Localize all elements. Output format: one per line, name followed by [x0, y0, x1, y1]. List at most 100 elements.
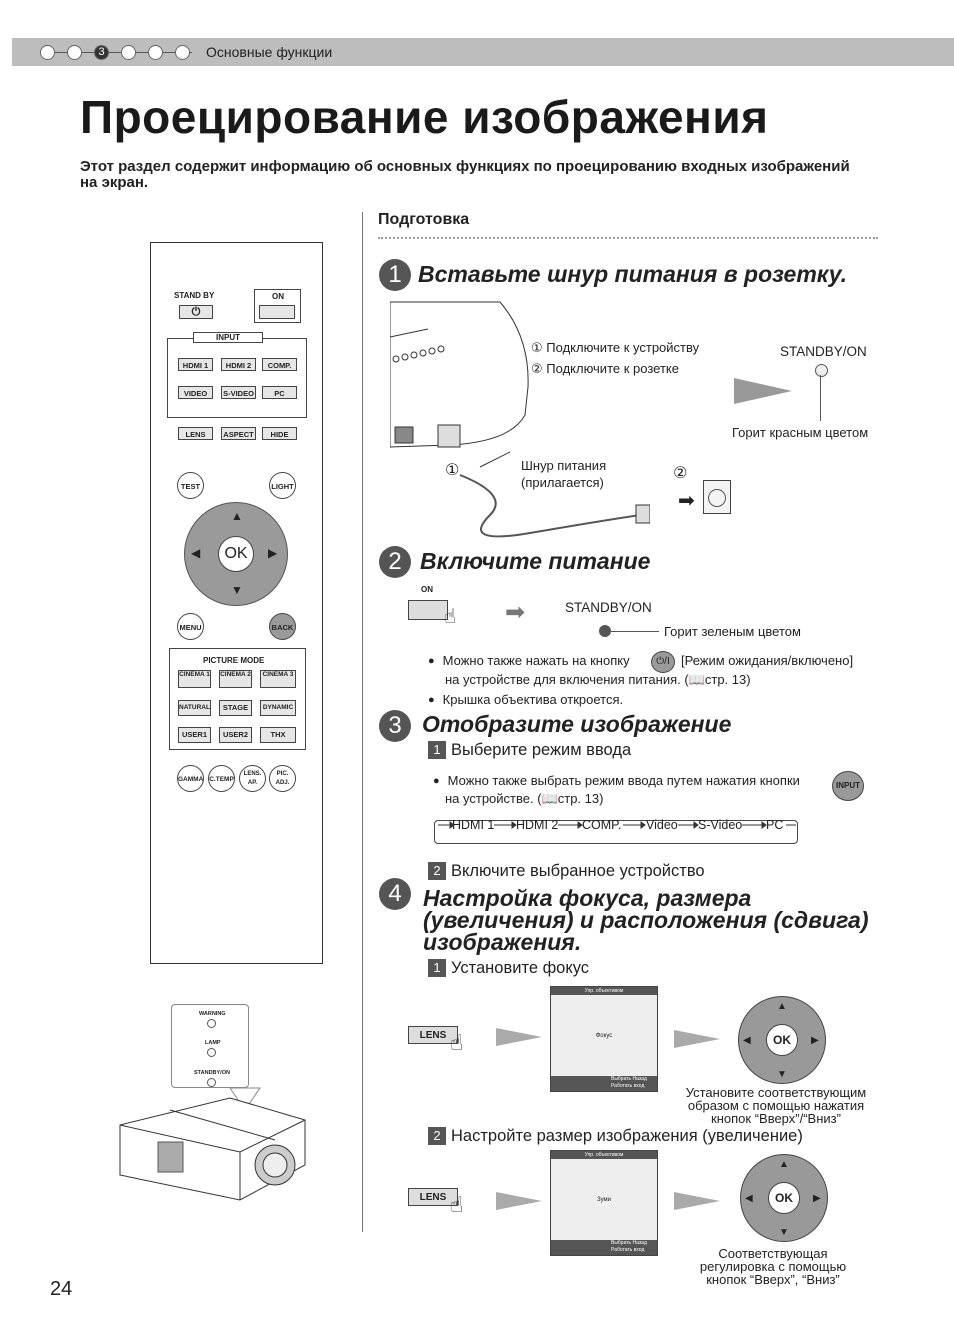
marker-2: ②: [531, 361, 543, 376]
power-button-icon: ⏻/I: [651, 651, 675, 673]
on-button-icon: [408, 600, 448, 620]
remote-dynamic-button[interactable]: DYNAMIC: [260, 700, 296, 716]
step4-sub2-number: 2: [428, 1127, 446, 1145]
remote-video-button[interactable]: VIDEO: [178, 386, 213, 399]
hand-icon: ☝: [444, 606, 457, 628]
remote-comp-button[interactable]: COMP.: [262, 358, 297, 371]
remote-input-group: [167, 338, 307, 418]
flow-arrows: [438, 821, 796, 829]
remote-ok-button[interactable]: OK: [218, 536, 254, 572]
step4-sub1-text: Установите фокус: [451, 959, 590, 977]
step1-item2-text: Подключите к розетке: [546, 361, 679, 376]
step4-sub1-note: Установите соответствующим образом с пом…: [685, 1085, 867, 1126]
remote-control: STAND BY ⏻ ON INPUT HDMI 1 HDMI 2 COMP. …: [150, 242, 323, 964]
power-cord-illustration: [459, 474, 650, 538]
screen-back: Назад: [632, 1076, 647, 1082]
arrow-right-icon: [674, 1192, 720, 1210]
remote-picture-mode-label: PICTURE MODE: [203, 656, 265, 665]
arrow-right-icon: ▶: [811, 1035, 819, 1046]
remote-lensap-button[interactable]: LENS. AP.: [239, 765, 266, 792]
arrow-down-icon[interactable]: ▼: [231, 583, 243, 597]
projector-illustration: [119, 1087, 306, 1201]
remote-cinema3-button[interactable]: CINEMA 3: [260, 670, 296, 688]
projector-rear-illustration: [390, 301, 529, 468]
arrow-up-icon: ▲: [777, 1001, 787, 1012]
step3-sub1-number: 1: [428, 741, 446, 759]
step2-number: 2: [379, 546, 411, 578]
remote-hide-button[interactable]: HIDE: [262, 427, 297, 440]
standby-led-icon: [207, 1078, 216, 1087]
arrow-right-icon: ➡: [505, 599, 526, 626]
arrow-up-icon[interactable]: ▲: [231, 509, 243, 523]
screen-exit: вход: [633, 1247, 645, 1253]
remote-test-button[interactable]: TEST: [177, 472, 204, 499]
remote-on-button[interactable]: [259, 305, 295, 319]
remote-stage-button[interactable]: STAGE: [219, 700, 252, 716]
hand-icon: ☝: [450, 1030, 464, 1055]
step2-lit-green: Горит зеленым цветом: [664, 624, 801, 639]
chapter-dot-current: 3: [94, 45, 109, 60]
remote-ctemp-button[interactable]: C.TEMP: [208, 765, 235, 792]
big-arrow-icon: [734, 378, 792, 404]
remote-cinema1-button[interactable]: CINEMA 1: [178, 670, 211, 688]
step1-number: 1: [379, 259, 411, 291]
book-icon: 📖: [688, 672, 705, 687]
arrow-right-icon: ▶: [813, 1193, 821, 1204]
arrow-right-icon: [496, 1028, 542, 1046]
step3-bullet1-page: стр. 13): [557, 791, 604, 806]
step2-title: Включите питание: [420, 548, 651, 574]
remote-aspect-button[interactable]: ASPECT: [221, 427, 256, 440]
wall-socket-icon: [703, 480, 731, 514]
screen-select: Выбрать: [611, 1240, 632, 1246]
remote-standby-button[interactable]: ⏻: [179, 305, 213, 319]
step3-sub2-text: Включите выбранное устройство: [451, 862, 705, 880]
dpad-icon: OK ▲ ▼ ◀ ▶: [738, 996, 826, 1084]
step2-bullet1-line2: на устройстве для включения питания. (📖с…: [445, 672, 751, 688]
remote-cinema2-button[interactable]: CINEMA 2: [219, 670, 252, 688]
chapter-dot: [121, 45, 136, 60]
flow-video: Video: [646, 818, 678, 832]
remote-picadj-button[interactable]: PIC. ADJ.: [269, 765, 296, 792]
lamp-indicator-label: LAMP: [205, 1040, 221, 1046]
remote-light-button[interactable]: LIGHT: [269, 472, 296, 499]
step2-standby-label: STANDBY/ON: [565, 600, 652, 615]
remote-lens-button[interactable]: LENS: [178, 427, 213, 440]
remote-menu-button[interactable]: MENU: [177, 613, 204, 640]
remote-pc-button[interactable]: PC: [262, 386, 297, 399]
remote-user1-button[interactable]: USER1: [178, 727, 211, 743]
hand-icon: ☝: [450, 1192, 464, 1217]
led-leader-line: [820, 375, 821, 421]
ok-button-icon: OK: [768, 1182, 800, 1214]
marker-2: ②: [673, 465, 688, 482]
remote-natural-button[interactable]: NATURAL: [178, 700, 211, 716]
step3-bullet1-text: Можно также выбрать режим ввода путем на…: [447, 773, 800, 788]
marker-1: ①: [445, 462, 460, 479]
step1-item2: ② Подключите к розетке: [531, 361, 679, 377]
page-number: 24: [50, 1278, 73, 1300]
step2-bullet1-ref: на устройстве для включения питания. (: [445, 672, 689, 687]
screen-work: Работать: [611, 1083, 633, 1089]
remote-hdmi1-button[interactable]: HDMI 1: [178, 358, 213, 371]
remote-picture-mode-group: [169, 648, 306, 750]
section-label: Основные функции: [206, 44, 333, 60]
remote-back-button[interactable]: BACK: [269, 613, 296, 640]
remote-user2-button[interactable]: USER2: [219, 727, 252, 743]
remote-input-label: INPUT: [193, 332, 263, 343]
step3-number: 3: [379, 710, 411, 742]
arrow-right-icon: ➡: [678, 490, 695, 512]
remote-gamma-button[interactable]: GAMMA: [177, 765, 204, 792]
arrow-right-icon[interactable]: ▶: [268, 546, 278, 560]
power-icon: ⏻: [191, 306, 201, 318]
remote-svideo-button[interactable]: S-VIDEO: [221, 386, 256, 399]
standby-indicator-label: STANDBY/ON: [194, 1070, 230, 1076]
remote-thx-button[interactable]: THX: [260, 727, 296, 743]
remote-hdmi2-button[interactable]: HDMI 2: [221, 358, 256, 371]
lens-button-icon: LENS: [408, 1188, 458, 1206]
flow-hdmi1: HDMI 1: [452, 818, 495, 832]
screen-zoom-label: Зуми: [596, 1197, 612, 1203]
arrow-left-icon[interactable]: ◀: [191, 546, 201, 560]
step1-item1: ① Подключите к устройству: [531, 340, 699, 356]
